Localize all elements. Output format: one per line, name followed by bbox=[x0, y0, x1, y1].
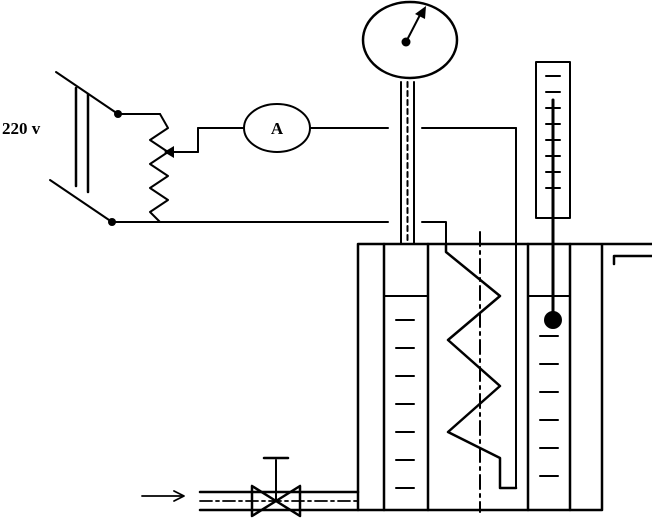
voltage-label: 220 v bbox=[2, 119, 41, 138]
power-supply: 220 v bbox=[2, 71, 122, 226]
valve-left-wing bbox=[250, 484, 278, 518]
gauge-dial bbox=[361, 0, 459, 80]
vessel bbox=[356, 231, 652, 513]
valve-right-wing bbox=[274, 484, 302, 518]
ammeter-symbol: A bbox=[271, 119, 284, 138]
gauge-needle-arrow-icon bbox=[415, 6, 426, 19]
rheostat bbox=[111, 113, 199, 223]
supply-lead-top bbox=[55, 71, 119, 115]
zigzag-resistor-icon bbox=[149, 113, 169, 223]
thermometer-icon bbox=[535, 61, 571, 329]
slider-arrow-icon bbox=[164, 146, 174, 158]
thermometer-bulb bbox=[544, 311, 562, 329]
inlet-arrowhead bbox=[173, 490, 185, 502]
inlet-line bbox=[141, 456, 360, 518]
supply-lead-bottom bbox=[49, 179, 113, 223]
gauge-needle bbox=[405, 12, 422, 43]
ammeter-circuit: A bbox=[159, 103, 517, 489]
overflow-spout bbox=[612, 254, 652, 266]
heating-coil-icon bbox=[444, 242, 518, 490]
pressure-gauge-icon bbox=[361, 0, 459, 245]
heater-zigzag bbox=[444, 242, 518, 490]
wire-to-heater bbox=[421, 221, 447, 245]
